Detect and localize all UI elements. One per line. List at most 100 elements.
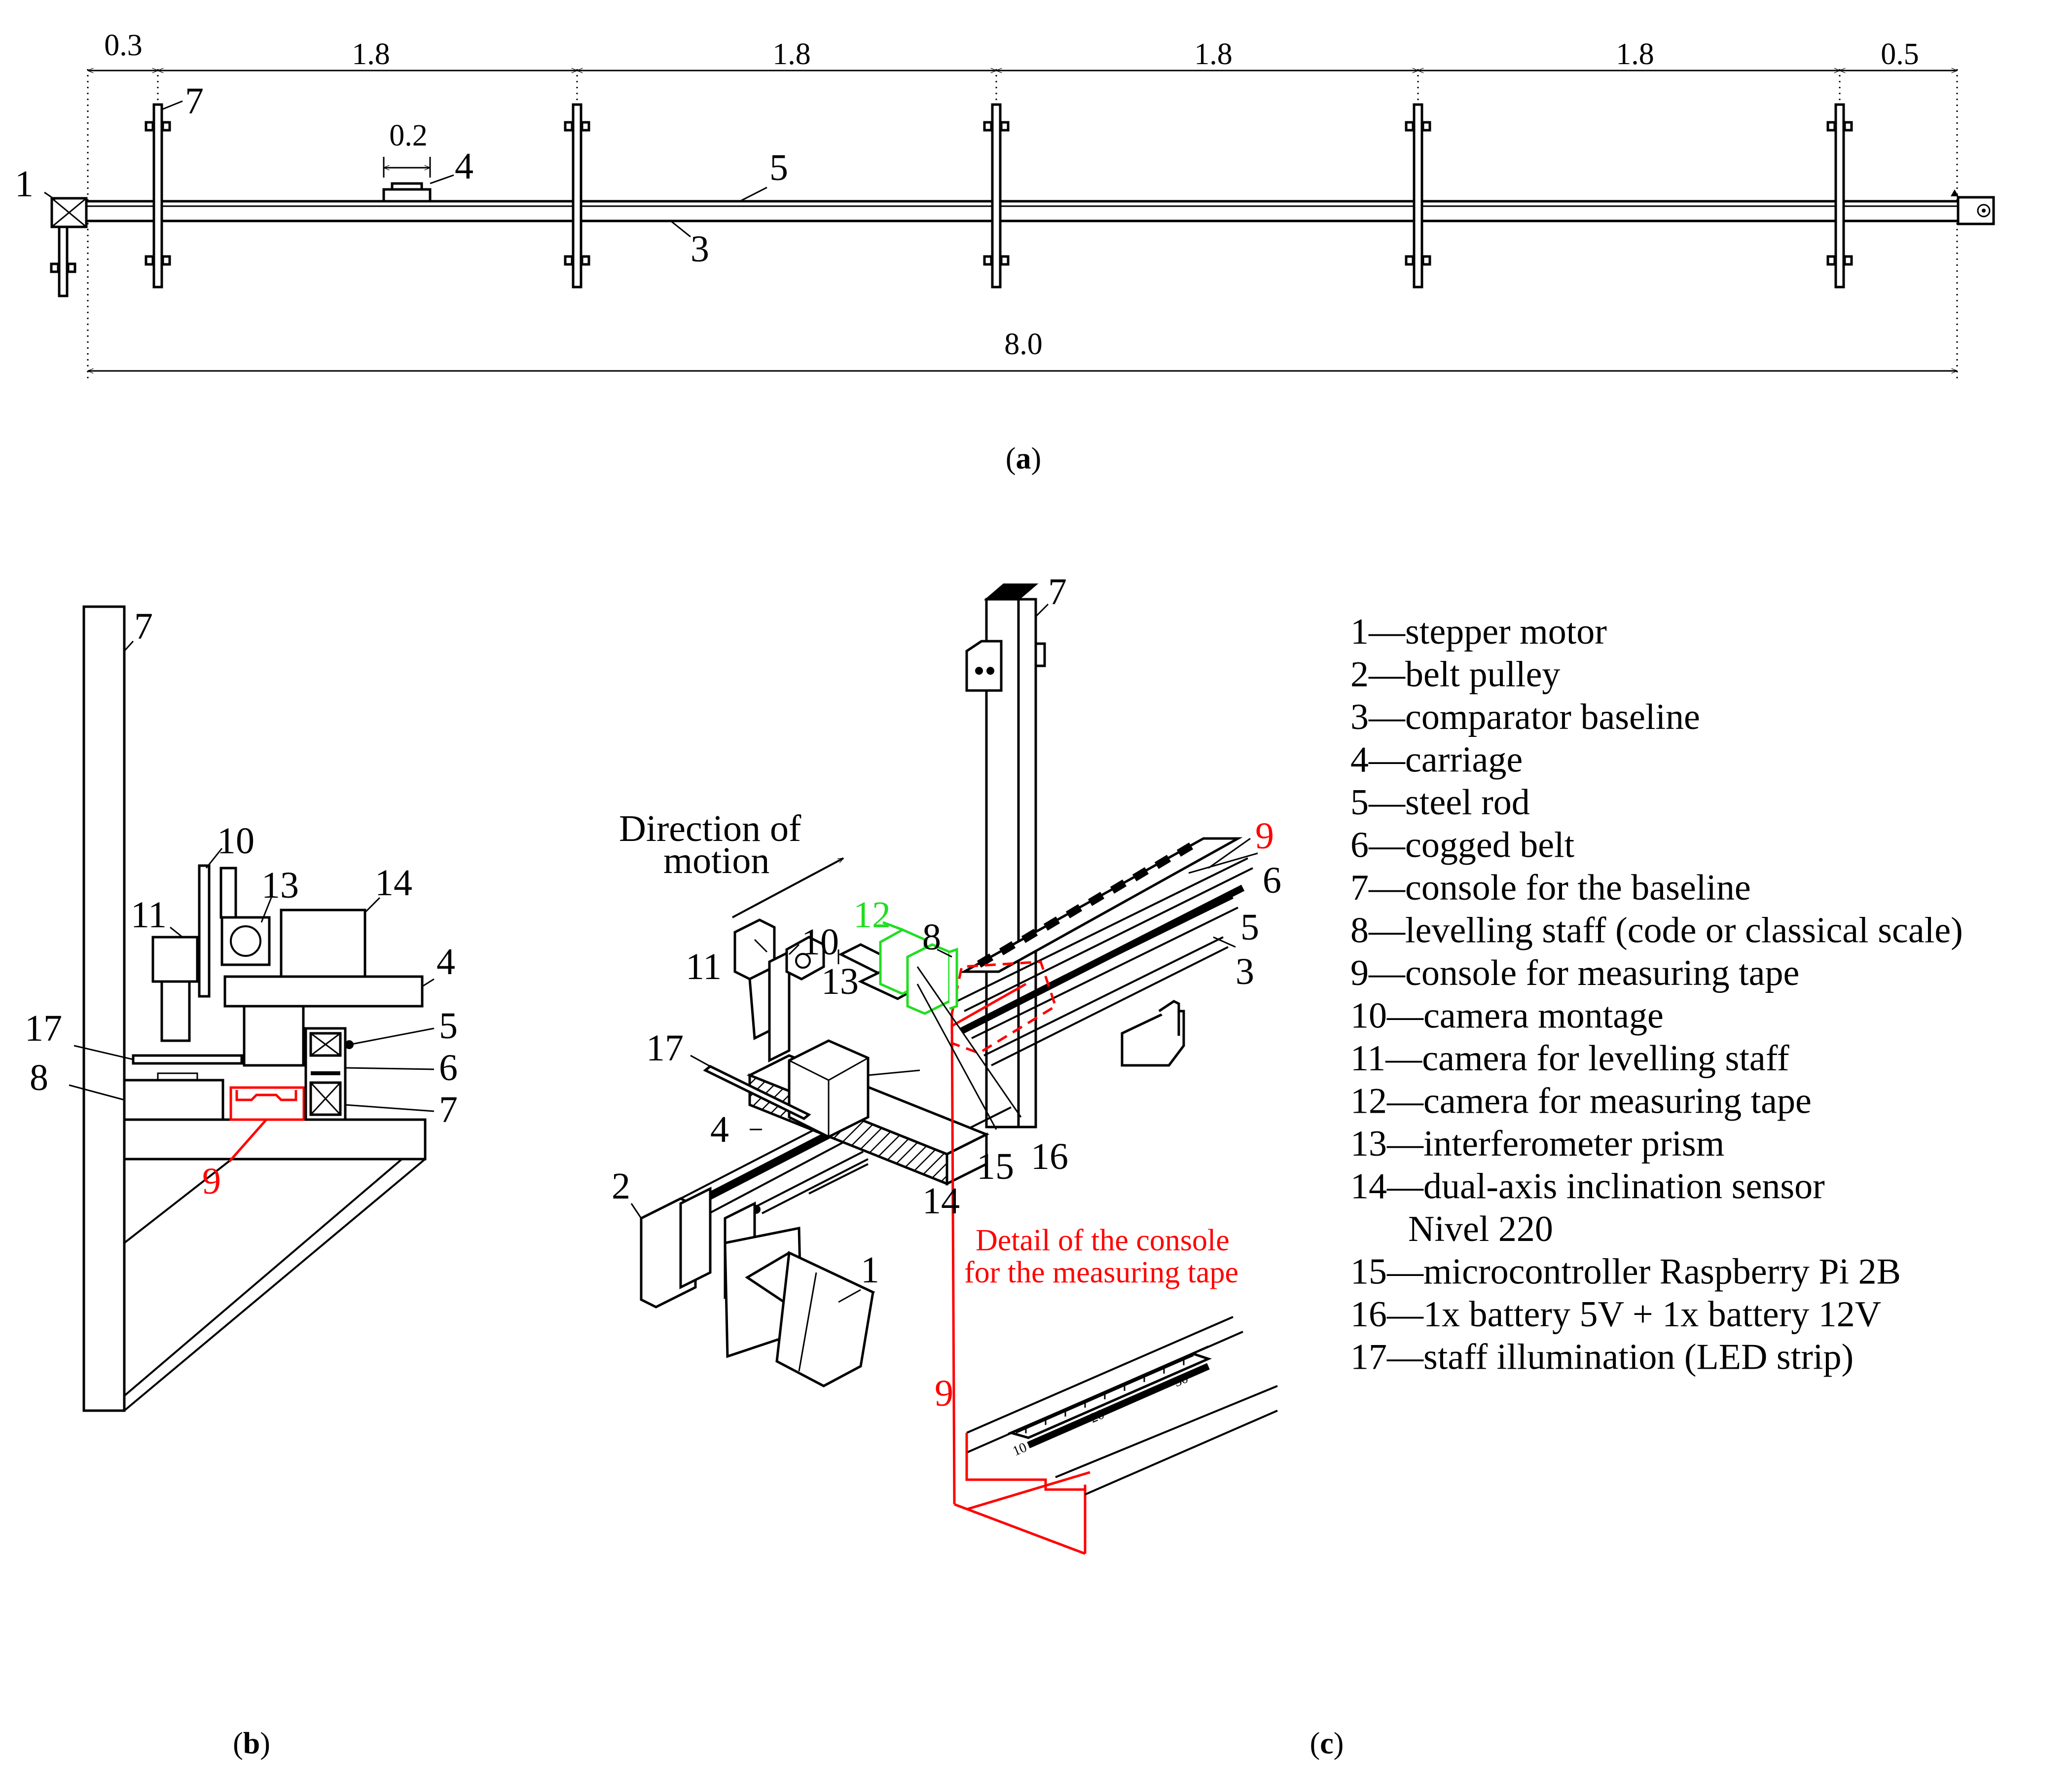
- label-b-11: 11: [131, 894, 167, 936]
- legend-item: 14—dual-axis inclination sensor: [1350, 1166, 1825, 1207]
- label-c-5: 5: [1240, 907, 1259, 948]
- sensor-14-b: [280, 909, 366, 978]
- baseline-beams-c: [956, 857, 1253, 1067]
- label-a-5: 5: [769, 147, 788, 188]
- legend-item: 2—belt pulley: [1350, 655, 1560, 695]
- label-c-4: 4: [710, 1109, 729, 1150]
- belt-pulley-top: [1951, 189, 1995, 225]
- label-c-7: 7: [1048, 571, 1067, 613]
- tape-tick-10: 10: [1011, 1440, 1029, 1459]
- label-c-11: 11: [686, 946, 722, 987]
- dim-total: 8.0: [1004, 328, 1043, 361]
- direction-line-2: motion: [663, 840, 769, 881]
- dim-1-8-b: 1.8: [772, 37, 811, 71]
- console-shelf-b: [123, 1118, 427, 1161]
- dimension-chain: 0.3 1.8 1.8 1.8 1.8 0.5 8.0: [88, 29, 1957, 371]
- legend-item: 16—1x battery 5V + 1x battery 12V: [1350, 1294, 1881, 1335]
- legend-item: 8—levelling staff (code or classical sca…: [1350, 910, 1963, 951]
- legend-item: 11—camera for levelling staff: [1350, 1038, 1789, 1079]
- label-b-4: 4: [436, 941, 455, 983]
- label-b-7-top: 7: [134, 606, 153, 647]
- legend-item: 13—interferometer prism: [1350, 1124, 1724, 1164]
- detail-line-1: Detail of the console: [976, 1224, 1230, 1257]
- label-c-1: 1: [861, 1249, 879, 1291]
- label-c-13: 13: [821, 961, 859, 1002]
- console-brace-b: [123, 1158, 426, 1412]
- carriage-top: 0.2: [382, 119, 432, 203]
- label-a-4: 4: [455, 146, 473, 187]
- label-c-9-top: 9: [1255, 815, 1274, 857]
- console-post-c: [965, 583, 1046, 1129]
- label-b-9: 9: [202, 1161, 221, 1202]
- panel-a-top-view: 0.3 1.8 1.8 1.8 1.8 0.5 8.0: [15, 29, 1995, 475]
- legend-item: 5—steel rod: [1350, 782, 1530, 823]
- panel-c-isometric: 10 20 30 Direction of motion Detail of t…: [612, 571, 1344, 1760]
- label-a-7: 7: [185, 80, 204, 122]
- label-b-10: 10: [217, 820, 254, 862]
- legend-item: 6—cogged belt: [1350, 825, 1575, 866]
- led-strip-b: [132, 1054, 243, 1065]
- label-b-17: 17: [25, 1008, 62, 1049]
- legend-item: 17—staff illumination (LED strip): [1350, 1337, 1854, 1378]
- camera-montage-b: [198, 864, 211, 998]
- levelling-staff-c: [959, 837, 1243, 973]
- baseline-rail: [85, 200, 1960, 222]
- stepper-motor-c: [724, 1226, 875, 1387]
- levelling-staff-b: [123, 1079, 224, 1121]
- led-strip-c: [703, 1065, 811, 1120]
- label-c-9-detail: 9: [935, 1373, 953, 1414]
- detail-callout-c: [950, 1016, 1091, 1555]
- dim-0-3: 0.3: [104, 29, 143, 62]
- camera-11-b: [151, 936, 199, 983]
- carriage-b: [223, 975, 424, 1008]
- dim-1-8-a: 1.8: [352, 37, 390, 71]
- label-c-3: 3: [1236, 951, 1254, 992]
- tape-console-b: [229, 1086, 305, 1121]
- tape-detail-c: 10 20 30: [965, 1316, 1278, 1495]
- stepper-motor-top: [50, 197, 88, 297]
- label-c-16: 16: [1031, 1136, 1068, 1177]
- dim-carriage: 0.2: [389, 119, 428, 152]
- label-c-2: 2: [612, 1165, 630, 1207]
- label-c-15: 15: [977, 1146, 1014, 1187]
- legend-item: 7—console for the baseline: [1350, 868, 1751, 908]
- label-b-8: 8: [30, 1057, 48, 1098]
- label-c-12: 12: [853, 894, 891, 936]
- label-a-3: 3: [691, 228, 709, 270]
- dim-1-8-d: 1.8: [1616, 37, 1654, 71]
- label-c-17: 17: [646, 1027, 684, 1069]
- camera-montage-c: [768, 949, 791, 1063]
- label-b-5: 5: [439, 1005, 458, 1047]
- camera-12-c: [879, 928, 958, 1015]
- legend-item: 1—stepper motor: [1350, 612, 1607, 652]
- label-b-6: 6: [439, 1047, 458, 1089]
- legend-item: 15—microcontroller Raspberry Pi 2B: [1350, 1252, 1901, 1292]
- caption-b: (b): [233, 1727, 270, 1760]
- caption-a: (a): [1006, 442, 1041, 475]
- label-b-14: 14: [375, 862, 412, 904]
- rail-box-b: [297, 1027, 354, 1121]
- label-a-1: 1: [15, 163, 34, 205]
- label-c-6: 6: [1263, 860, 1281, 901]
- legend-item: 12—camera for measuring tape: [1350, 1081, 1812, 1122]
- label-b-13: 13: [261, 865, 299, 906]
- legend-item: 3—comparator baseline: [1350, 697, 1700, 737]
- caption-c: (c): [1310, 1727, 1344, 1760]
- dim-1-8-c: 1.8: [1194, 37, 1233, 71]
- panel-b-section: 7 10 11 13 14 4 5 6 7 17 8 9 (b): [25, 605, 458, 1760]
- legend-item: Nivel 220: [1408, 1209, 1553, 1249]
- label-c-8: 8: [922, 916, 941, 958]
- label-c-10: 10: [801, 921, 839, 963]
- legend-item: 4—carriage: [1350, 740, 1523, 780]
- consoles-top: [145, 103, 1853, 289]
- console-post-b: [82, 605, 126, 1412]
- dim-0-5: 0.5: [1881, 37, 1919, 71]
- legend-item: 9—console for measuring tape: [1350, 953, 1799, 993]
- label-b-7: 7: [439, 1089, 458, 1130]
- direction-line-1: Direction of: [619, 808, 801, 849]
- legend-item: 10—camera montage: [1350, 996, 1664, 1036]
- label-c-14: 14: [922, 1180, 960, 1222]
- detail-line-2: for the measuring tape: [964, 1256, 1238, 1289]
